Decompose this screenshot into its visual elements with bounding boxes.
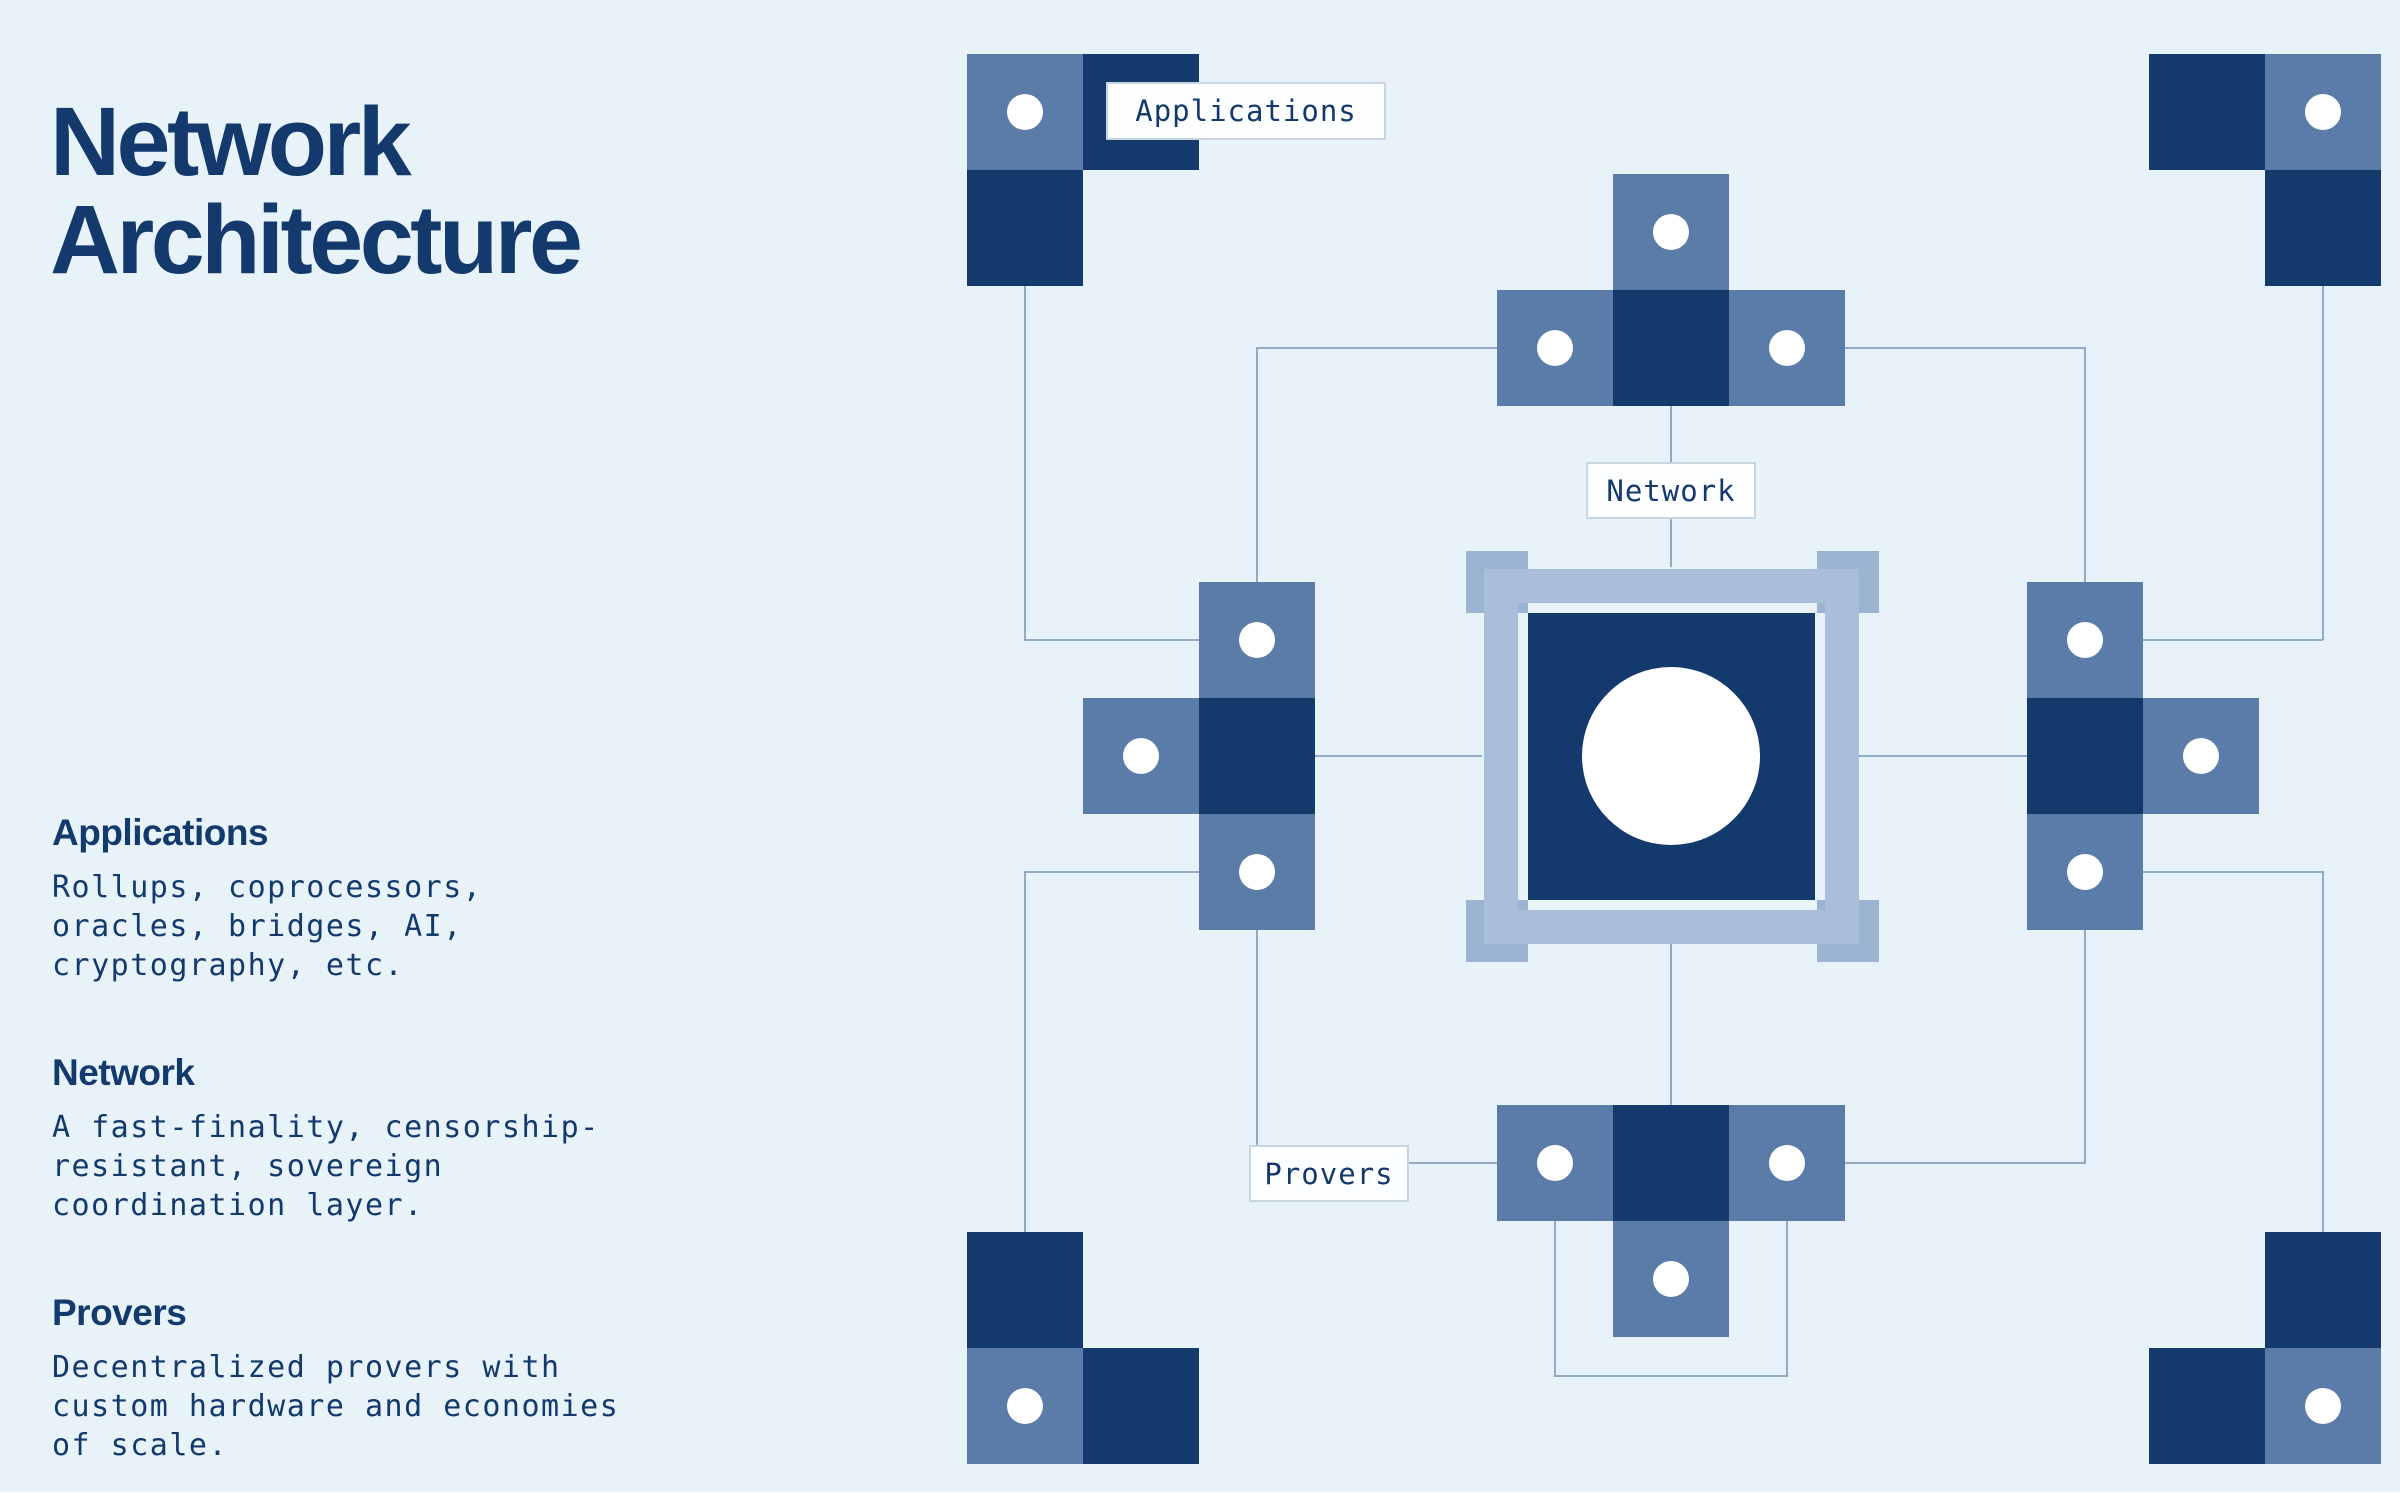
node-square [1199,582,1315,698]
node-square [1729,1105,1845,1221]
hub-square [2027,698,2143,814]
connector-line [1859,755,2027,757]
connector-line [1554,1375,1788,1377]
node-dot [1239,854,1275,890]
node-dot [2067,622,2103,658]
node-dot [1653,1261,1689,1297]
network-label: Network [1586,462,1756,519]
node-square [1613,174,1729,290]
corner-square [967,1232,1083,1348]
node-dot [1537,330,1573,366]
corner-square [1083,1348,1199,1464]
corner-square [2149,54,2265,170]
title-line-2: Architecture [50,184,583,294]
connector-line [1670,944,1672,1105]
node-dot [1537,1145,1573,1181]
node-dot [2305,1388,2341,1424]
corner-square [2265,1232,2381,1348]
node-dot [2305,94,2341,130]
network-core-circle [1582,667,1760,845]
connector-line [2322,871,2324,1232]
connector-line [1024,639,1199,641]
connector-line [1554,1221,1556,1377]
hub-square [1613,1105,1729,1221]
connector-line [1786,1221,1788,1377]
hub-square [1199,698,1315,814]
corner-node-square [2265,54,2381,170]
legend-body-network: A fast-finality, censorship- resistant, … [52,1110,600,1223]
corner-square [2149,1348,2265,1464]
provers-label: Provers [1249,1145,1409,1202]
node-square [1729,290,1845,406]
legend-body-provers: Decentralized provers with custom hardwa… [52,1350,620,1463]
legend-body-applications: Rollups, coprocessors, oracles, bridges,… [52,870,483,983]
corner-node-square [967,1348,1083,1464]
node-dot [2183,738,2219,774]
connector-line [1024,286,1026,640]
corner-square [2265,170,2381,286]
legend-section-applications: Applications Rollups, coprocessors, orac… [52,812,732,985]
connector-line [1845,1162,2085,1164]
node-dot [1239,622,1275,658]
connector-line [2143,639,2323,641]
title-line-1: Network [50,86,412,196]
corner-node-square [967,54,1083,170]
node-square [1199,814,1315,930]
node-dot [2067,854,2103,890]
hub-square [1613,290,1729,406]
connector-line [1256,347,1497,349]
connector-line [1024,871,1199,873]
connector-line [2322,286,2324,640]
legend-section-provers: Provers Decentralized provers with custo… [52,1292,732,1465]
network-core-frame [1484,569,1859,944]
connector-line [1256,347,1258,582]
bottom-edge-strip [0,1492,2400,1500]
connector-line [1024,871,1026,1232]
page-title: Network Architecture [50,86,583,294]
applications-label: Applications [1106,82,1386,140]
connector-line [1256,929,1258,1164]
corner-square [967,170,1083,286]
node-square [1497,290,1613,406]
connector-line [1315,755,1482,757]
node-square [2027,814,2143,930]
node-dot [1769,330,1805,366]
node-square [1613,1221,1729,1337]
connector-line [2084,347,2086,582]
node-dot [1123,738,1159,774]
node-square [2143,698,2259,814]
connector-line [1845,347,2085,349]
legend-heading-network: Network [52,1052,195,1093]
node-dot [1007,94,1043,130]
legend-heading-applications: Applications [52,812,269,853]
connector-line [2084,929,2086,1164]
node-square [1083,698,1199,814]
connector-line [2143,871,2323,873]
node-square [1497,1105,1613,1221]
corner-node-square [2265,1348,2381,1464]
node-dot [1653,214,1689,250]
legend-section-network: Network A fast-finality, censorship- res… [52,1052,732,1225]
legend-heading-provers: Provers [52,1292,187,1333]
node-dot [1769,1145,1805,1181]
node-dot [1007,1388,1043,1424]
node-square [2027,582,2143,698]
